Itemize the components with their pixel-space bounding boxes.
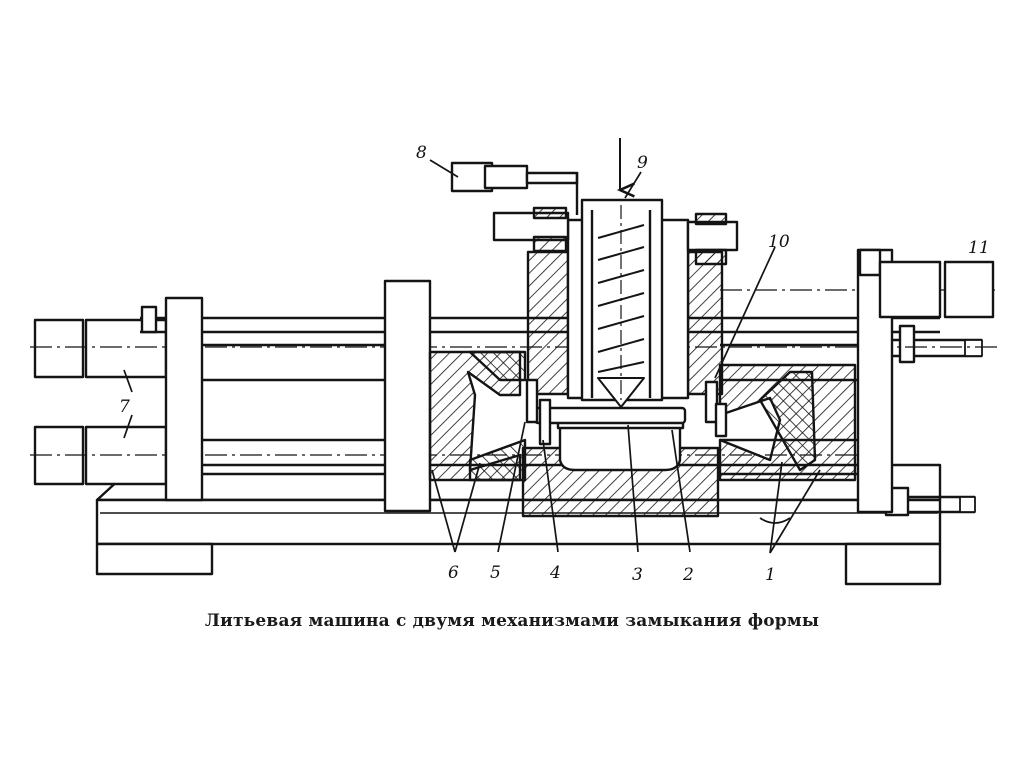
label-2: 2 (682, 565, 694, 585)
label-6: 6 (448, 563, 459, 583)
left-fixed-platen (383, 279, 432, 513)
central-block (521, 418, 720, 518)
screw (597, 205, 645, 408)
label-4: 4 (549, 563, 561, 583)
cylinder-8 (450, 161, 579, 215)
left-mould-half (428, 350, 527, 482)
label-9: 9 (637, 153, 648, 173)
top-crossbar (492, 206, 739, 266)
left-cylinders (33, 318, 168, 486)
label-3: 3 (632, 565, 643, 585)
figure-caption: Литьевая машина с двумя механизмами замы… (204, 611, 820, 631)
label-5: 5 (490, 563, 501, 583)
runner-nozzles (525, 378, 728, 446)
label-7: 7 (119, 397, 130, 417)
leader-lines (123, 159, 821, 554)
right-platen-nut (858, 248, 882, 277)
label-8: 8 (416, 143, 427, 163)
right-cylinder (878, 260, 995, 319)
label-11: 11 (968, 238, 990, 258)
callout-labels: 8 9 10 11 7 6 5 4 3 2 1 (119, 143, 990, 585)
right-mould-half (718, 363, 857, 482)
label-10: 10 (768, 232, 790, 252)
base-frame (95, 463, 942, 586)
left-moving-platen (164, 296, 204, 502)
label-1: 1 (765, 565, 776, 585)
